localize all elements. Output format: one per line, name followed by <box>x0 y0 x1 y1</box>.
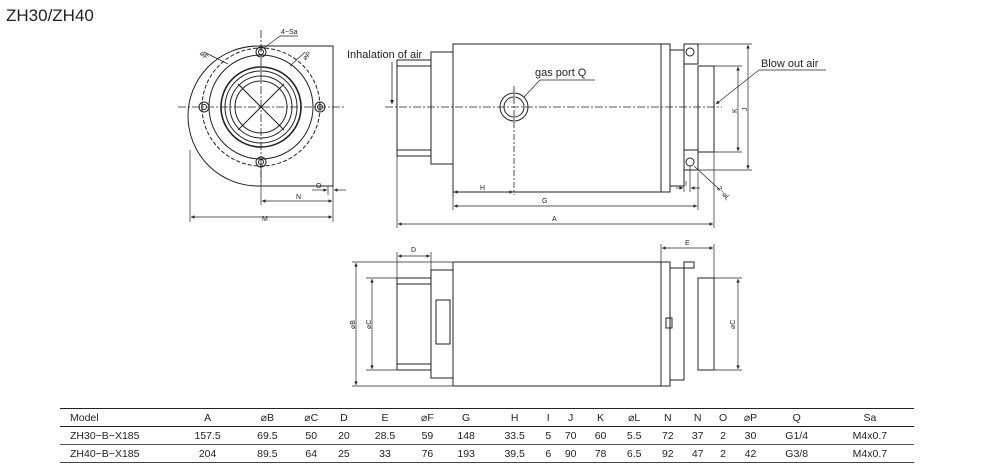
table-header: I <box>540 408 556 427</box>
table-header: ⌀L <box>615 408 653 427</box>
table-header: ⌀F <box>411 408 444 427</box>
page-title: ZH30/ZH40 <box>6 6 94 25</box>
table-header: H <box>488 408 541 427</box>
dim-I: I <box>685 181 687 188</box>
table-cell: 33 <box>358 444 412 463</box>
table-cell: 193 <box>443 444 489 463</box>
dim-C-right: ⌀C <box>730 320 737 329</box>
table-header: ⌀P <box>733 408 768 427</box>
table-row: ZH30−B−X185 157.5 69.5 50 20 28.5 59 148… <box>60 426 914 445</box>
table-row: ZH40−B−X185 204 89.5 64 25 33 76 193 39.… <box>60 444 914 463</box>
table-header: N <box>652 408 683 427</box>
table-cell: 64 <box>293 444 329 463</box>
table-cell: 204 <box>174 444 242 463</box>
bottom-view <box>352 244 742 387</box>
table-cell: 5 <box>540 426 556 445</box>
table-cell: 37 <box>682 426 713 445</box>
dim-E: E <box>685 240 690 247</box>
table-header: D <box>329 408 359 427</box>
table-cell: 2 <box>712 426 734 445</box>
table-header: E <box>358 408 412 427</box>
table-cell: 28.5 <box>358 426 412 445</box>
table-header: N <box>682 408 713 427</box>
table-cell: 47 <box>682 444 713 463</box>
flange-outline <box>187 45 334 187</box>
table-cell: 33.5 <box>488 426 541 445</box>
dim-O: O <box>316 183 322 190</box>
table-cell: 148 <box>443 426 489 445</box>
dim-P: ⌀P <box>302 50 313 61</box>
table-cell: 42 <box>733 444 768 463</box>
table-cell: G3/8 <box>767 444 826 463</box>
table-cell: 92 <box>652 444 683 463</box>
table-cell: 50 <box>293 426 329 445</box>
table-cell: 69.5 <box>241 426 294 445</box>
dim-H: H <box>480 185 485 192</box>
end-view <box>178 30 346 222</box>
table-cell: 60 <box>585 426 616 445</box>
table-header: O <box>712 408 734 427</box>
table-cell: G1/4 <box>767 426 826 445</box>
spec-table: Model A ⌀B ⌀C D E ⌀F G H I J K ⌀L N N O … <box>60 408 914 463</box>
table-cell: 30 <box>733 426 768 445</box>
dim-K: K <box>732 108 739 113</box>
technical-drawing: M N O ⌀F ⌀P 4−Sa <box>178 29 826 387</box>
table-cell: 2 <box>712 444 734 463</box>
table-cell: 90 <box>555 444 586 463</box>
table-cell: ZH30−B−X185 <box>60 426 174 445</box>
dim-J: J <box>742 108 749 112</box>
table-header: K <box>585 408 616 427</box>
gas-port-label: gas port Q <box>535 67 587 79</box>
table-cell: 25 <box>329 444 359 463</box>
table-header-row: Model A ⌀B ⌀C D E ⌀F G H I J K ⌀L N N O … <box>60 408 914 427</box>
table-header: Sa <box>825 408 914 427</box>
dim-B: ⌀B <box>350 320 357 329</box>
table-cell: M4x0.7 <box>825 444 914 463</box>
table-cell: 20 <box>329 426 359 445</box>
table-cell: 6 <box>540 444 556 463</box>
table-cell: 78 <box>585 444 616 463</box>
sa-label: 4−Sa <box>281 29 298 36</box>
table-header: ⌀C <box>293 408 329 427</box>
table-cell: M4x0.7 <box>825 426 914 445</box>
table-cell: 72 <box>652 426 683 445</box>
table-header: Model <box>60 408 174 427</box>
table-cell: 59 <box>411 426 444 445</box>
table-cell: 6.5 <box>615 444 653 463</box>
dim-D: D <box>411 247 416 254</box>
table-header: Q <box>767 408 826 427</box>
table-header: ⌀B <box>241 408 294 427</box>
dim-A: A <box>552 216 557 223</box>
table-cell: 5.5 <box>615 426 653 445</box>
table-cell: ZH40−B−X185 <box>60 444 174 463</box>
dim-N: N <box>296 194 301 201</box>
side-view <box>385 43 826 228</box>
table-header: J <box>555 408 586 427</box>
table-cell: 157.5 <box>174 426 242 445</box>
table-cell: 70 <box>555 426 586 445</box>
table-cell: 76 <box>411 444 444 463</box>
table-header: A <box>174 408 242 427</box>
dim-C-left: ⌀C <box>366 320 373 329</box>
dim-M: M <box>262 216 268 223</box>
inhalation-label: Inhalation of air <box>347 49 423 61</box>
blow-out-label: Blow out air <box>761 58 819 70</box>
dim-F-top: ⌀F <box>198 50 209 61</box>
table-header: G <box>443 408 489 427</box>
phi-l-label: 2−⌀L <box>715 185 731 202</box>
dim-G: G <box>542 198 547 205</box>
table-cell: 39.5 <box>488 444 541 463</box>
table-cell: 89.5 <box>241 444 294 463</box>
